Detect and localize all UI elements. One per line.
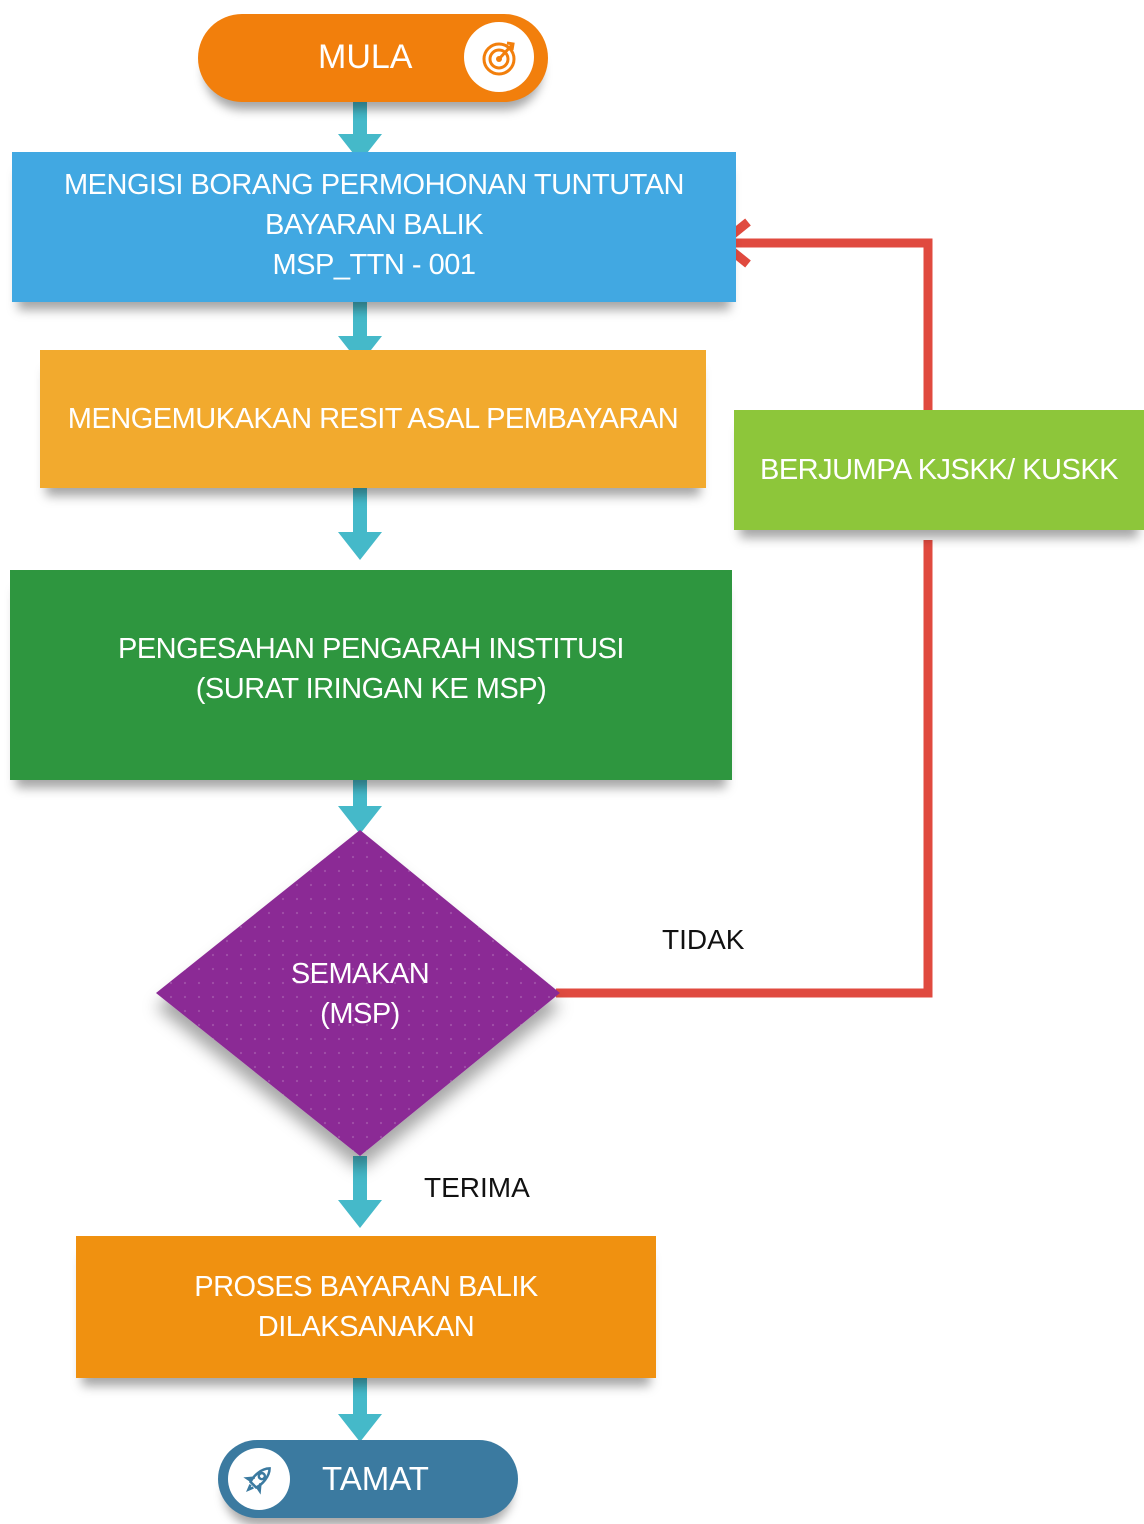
step-refund-process-line-2: DILAKSANAKAN xyxy=(257,1311,475,1343)
arrow-final-to-end xyxy=(338,1378,382,1442)
step-submit-receipt-line-1: MENGEMUKAKAN RESIT ASAL PEMBAYARAN xyxy=(67,403,679,435)
step-refund-process: PROSES BAYARAN BALIK DILAKSANAKAN xyxy=(76,1236,656,1378)
arrow-decision-to-final xyxy=(338,1156,382,1228)
step-director-approval-line-1: PENGESAHAN PENGARAH INSTITUSI xyxy=(118,633,625,665)
step-director-approval: PENGESAHAN PENGARAH INSTITUSI (SURAT IRI… xyxy=(10,570,732,780)
arrow-start-to-step1 xyxy=(338,96,382,162)
step-submit-receipt: MENGEMUKAKAN RESIT ASAL PEMBAYARAN xyxy=(40,350,706,488)
step-fill-form-line-3: MSP_TTN - 001 xyxy=(272,249,477,281)
start-pill: MULA xyxy=(198,14,548,102)
end-pill: TAMAT xyxy=(218,1440,518,1518)
step-director-approval-line-2: (SURAT IRINGAN KE MSP) xyxy=(195,673,547,705)
step-meet-officer-label: BERJUMPA KJSKK/ KUSKK xyxy=(759,454,1119,486)
step-meet-officer: BERJUMPA KJSKK/ KUSKK xyxy=(734,410,1144,530)
end-label: TAMAT xyxy=(322,1460,429,1497)
loop-back-line xyxy=(556,238,933,998)
step-refund-process-line-1: PROSES BAYARAN BALIK xyxy=(194,1271,538,1303)
decision-label: SEMAKAN (MSP) xyxy=(230,948,490,1040)
arrow-step2-to-step3 xyxy=(338,488,382,560)
edge-label-yes: TERIMA xyxy=(424,1172,530,1203)
step-fill-form-line-2: BAYARAN BALIK xyxy=(264,209,484,241)
step-fill-form-line-1: MENGISI BORANG PERMOHONAN TUNTUTAN xyxy=(64,169,684,201)
decision-line-2: (MSP) xyxy=(320,998,400,1030)
rocket-icon xyxy=(228,1448,290,1510)
step-fill-form: MENGISI BORANG PERMOHONAN TUNTUTAN BAYAR… xyxy=(12,152,736,302)
decision-line-1: SEMAKAN xyxy=(290,958,430,990)
edge-label-no: TIDAK xyxy=(662,924,745,955)
start-label: MULA xyxy=(318,38,413,76)
target-icon xyxy=(464,22,534,92)
